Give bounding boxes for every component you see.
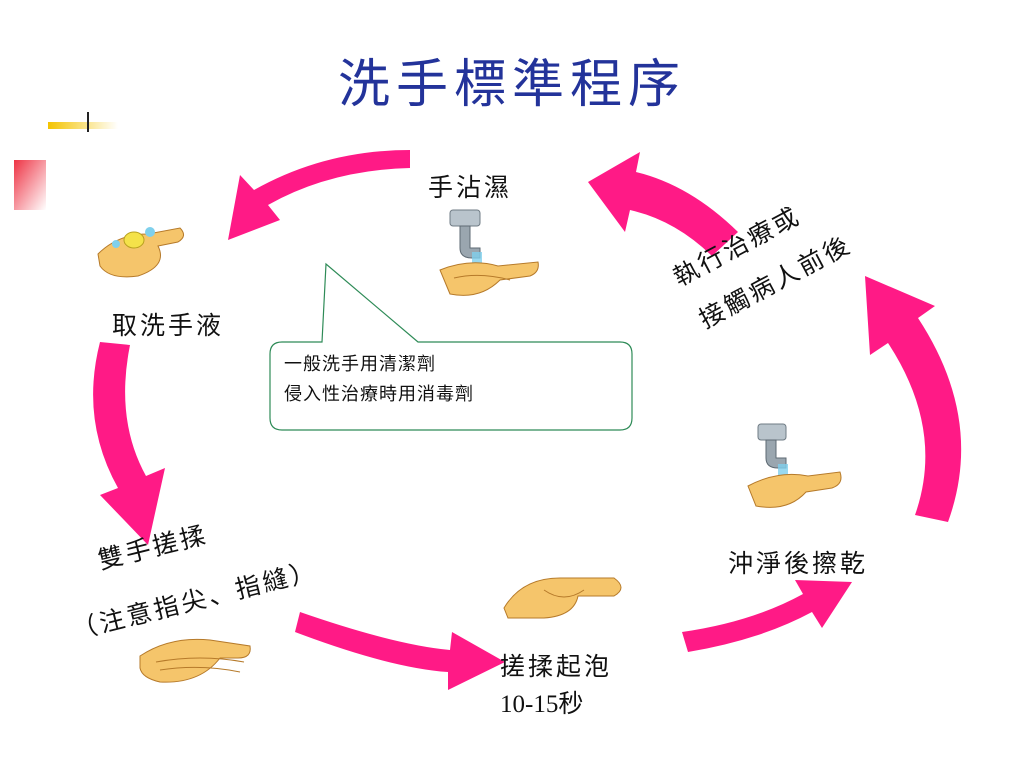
red-square	[14, 160, 46, 210]
callout: 一般洗手用清潔劑 侵入性治療時用消毒劑	[284, 350, 474, 410]
slide-title: 洗手標準程序	[337, 55, 686, 115]
soap-hands-icon	[97, 227, 184, 278]
arrow-lather-to-rinse	[682, 580, 852, 652]
faucet-hands-icon	[439, 209, 539, 296]
arrow-rub-to-lather	[295, 612, 505, 690]
lather-hands-icon	[503, 577, 622, 619]
arrow-rinse-to-when	[865, 276, 962, 522]
step-lather-line2: 10-15秒	[500, 691, 584, 718]
callout-line1: 一般洗手用清潔劑	[284, 354, 436, 375]
rubbing-hands-icon	[139, 638, 251, 683]
arrow-wet-to-soap	[228, 150, 410, 240]
callout-line2: 侵入性治療時用消毒劑	[284, 384, 474, 405]
step-lather: 搓揉起泡 10-15秒	[500, 648, 612, 724]
arrow-soap-to-rub	[93, 342, 165, 545]
step-rinse-dry: 沖淨後擦乾	[728, 549, 869, 578]
rinse-hands-icon	[747, 423, 842, 508]
step-lather-line1: 搓揉起泡	[500, 652, 613, 681]
step-wet-hands: 手沾濕	[428, 173, 513, 202]
arrow-when-to-wet	[588, 152, 738, 256]
yellow-bar	[48, 122, 118, 129]
step-take-soap: 取洗手液	[112, 311, 225, 340]
